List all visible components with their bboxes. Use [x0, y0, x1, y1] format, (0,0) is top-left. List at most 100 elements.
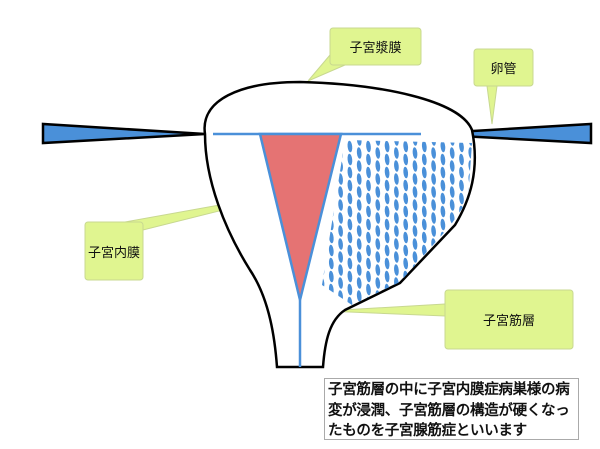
lesion-dot: [375, 173, 381, 185]
lesion-dot: [366, 270, 371, 283]
lesion-dot: [347, 296, 353, 305]
lesion-dot: [459, 179, 464, 192]
lesion-dot: [338, 277, 343, 289]
lesion-dot: [394, 147, 399, 159]
lesion-dot: [356, 160, 362, 172]
lesion-dot: [440, 244, 446, 257]
lesion-dot: [431, 290, 436, 302]
lesion-dot: [403, 179, 409, 192]
lesion-dot: [468, 264, 472, 276]
label-fallopian-tube: 卵管: [490, 62, 517, 77]
lesion-dot: [384, 153, 390, 166]
callout-myometrium-shape: [324, 289, 574, 350]
lesion-dot: [440, 192, 446, 205]
lesion-dot: [347, 205, 353, 218]
lesion-dot: [328, 244, 334, 257]
lesion-dot: [356, 225, 362, 237]
lesion-dot: [412, 160, 418, 172]
lesion-dot: [459, 140, 464, 153]
lesion-dot: [366, 218, 371, 231]
lesion-dot: [375, 140, 381, 146]
lesion-dot: [375, 186, 381, 198]
lesion-dot: [338, 264, 343, 276]
lesion-dot: [459, 270, 464, 283]
lesion-dot: [375, 264, 381, 276]
lesion-dot: [328, 231, 334, 244]
lesion-dot: [421, 270, 427, 283]
lesion-dot: [440, 179, 446, 192]
lesion-dot: [375, 212, 381, 224]
lesion-dot: [356, 290, 362, 302]
lesion-dot: [394, 160, 399, 172]
lesion-dot: [440, 153, 446, 166]
lesion-dot: [356, 251, 362, 263]
lesion-dot: [403, 257, 409, 270]
lesion-dot: [366, 153, 371, 166]
lesion-dot: [403, 231, 409, 244]
lesion-dot: [421, 166, 427, 179]
lesion-dot: [421, 153, 427, 166]
lesion-dot: [468, 199, 472, 211]
lesion-dot: [459, 153, 464, 166]
lesion-dot: [347, 244, 353, 257]
lesion-dot: [440, 140, 446, 153]
lesion-dot: [421, 218, 427, 231]
lesion-dot: [356, 264, 362, 276]
lesion-dot: [356, 173, 362, 185]
lesion-dot: [375, 238, 381, 250]
lesion-dot: [328, 270, 334, 283]
lesion-dot: [449, 160, 455, 172]
lesion-dot: [431, 160, 436, 172]
lesion-dot: [347, 270, 353, 283]
lesion-dot: [412, 147, 418, 159]
lesion-dot: [468, 238, 472, 250]
lesion-dot: [366, 166, 371, 179]
lesion-dot: [459, 218, 464, 231]
lesion-dot: [421, 205, 427, 218]
lesion-dot: [356, 199, 362, 211]
lesion-dot: [366, 192, 371, 205]
lesion-dot: [440, 218, 446, 231]
lesion-dot: [403, 218, 409, 231]
lesion-dot: [431, 140, 436, 146]
lesion-dot: [421, 283, 427, 296]
lesion-dot: [384, 205, 390, 218]
lesion-dot: [431, 199, 436, 211]
lesion-dot: [459, 244, 464, 257]
lesion-dot: [384, 296, 390, 305]
lesion-dot: [356, 238, 362, 250]
lesion-dot: [403, 192, 409, 205]
lesion-dot: [412, 251, 418, 263]
lesion-dot: [356, 147, 362, 159]
lesion-dot: [431, 251, 436, 263]
lesion-dot: [375, 199, 381, 211]
lesion-dot: [338, 251, 343, 263]
lesion-dot: [375, 251, 381, 263]
lesion-dot: [394, 186, 399, 198]
lesion-dot: [347, 179, 353, 192]
lesion-dot: [403, 244, 409, 257]
lesion-dot: [412, 225, 418, 237]
lesion-dot: [468, 225, 472, 237]
lesion-dot: [440, 257, 446, 270]
callout-endometrium-shape: [84, 189, 304, 281]
lesion-dot: [366, 205, 371, 218]
lesion-dot: [421, 140, 427, 153]
lesion-dot: [412, 173, 418, 185]
lesion-dot: [394, 264, 399, 276]
lesion-dot: [449, 199, 455, 211]
lesion-dot: [431, 186, 436, 198]
lesion-dot: [394, 173, 399, 185]
lesion-dot: [338, 186, 343, 198]
lesion-dot: [431, 212, 436, 224]
lesion-dot: [412, 290, 418, 302]
lesion-dot: [403, 205, 409, 218]
lesion-dot: [449, 212, 455, 224]
lesion-dot: [449, 251, 455, 263]
lesion-dot: [347, 140, 353, 153]
lesion-dot: [468, 251, 472, 263]
uterus-outline: [203, 80, 477, 369]
lesion-dot: [366, 231, 371, 244]
